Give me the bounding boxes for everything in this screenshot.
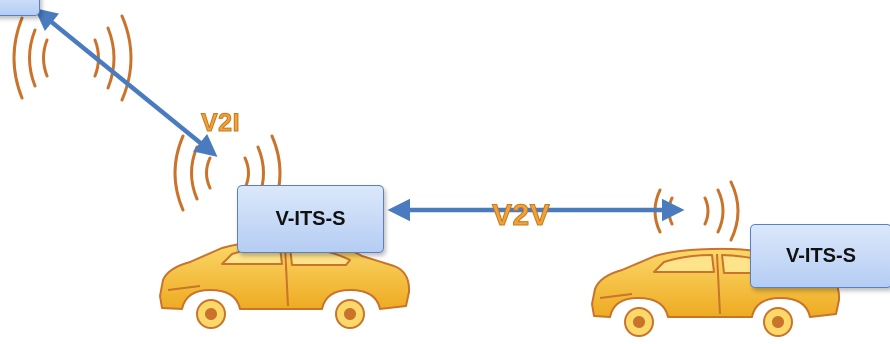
infrastructure-station-node — [0, 0, 40, 16]
signal-wave-icon — [12, 14, 133, 102]
v2v-link-label: V2V — [491, 199, 551, 233]
v2i-link-label: V2I — [200, 109, 241, 138]
v2i-double-arrow-icon — [34, 8, 218, 157]
car-icon — [159, 239, 411, 329]
vehicle-station-label-2: V-ITS-S — [785, 244, 856, 267]
vehicle-station-node-1: V-ITS-S — [237, 185, 384, 253]
vehicle-station-node-2: V-ITS-S — [750, 224, 890, 288]
vehicle-station-label-1: V-ITS-S — [275, 207, 346, 230]
